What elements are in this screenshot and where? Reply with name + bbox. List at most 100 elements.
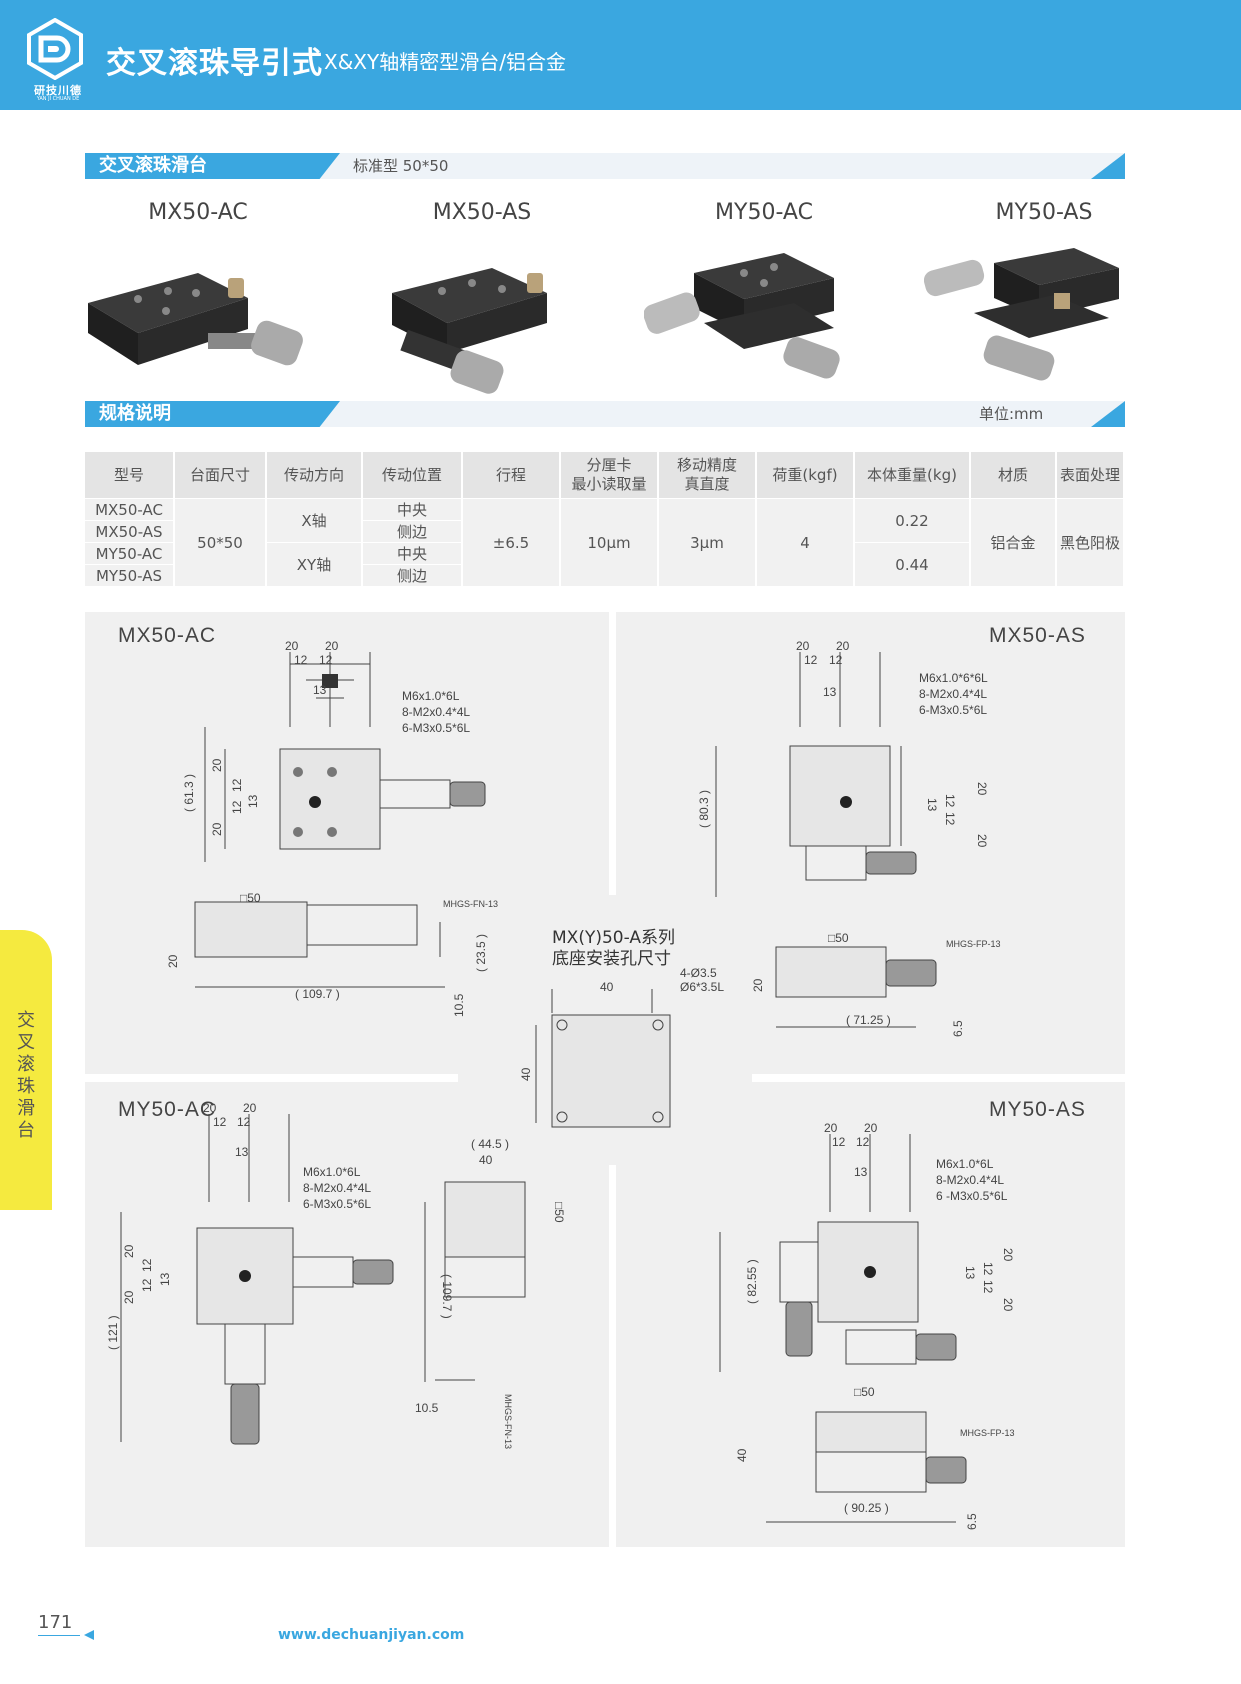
- product-name: MY50-AS: [995, 200, 1093, 225]
- page-subtitle: X&XY轴精密型滑台/铝合金: [324, 50, 566, 74]
- series-label: MX(Y)50-A系列 底座安装孔尺寸: [552, 928, 675, 970]
- dim-label: 13: [246, 794, 260, 808]
- table-cell: 10μm: [560, 498, 659, 586]
- table-cell: MX50-AS: [85, 520, 175, 543]
- dim-label: 6-M3x0.5*6L: [303, 1197, 371, 1211]
- product-photo-mx50as: [392, 268, 547, 394]
- section-aside: 单位:mm: [979, 405, 1044, 423]
- page-number: 171: [38, 1612, 73, 1633]
- product-photo-my50ac: [643, 253, 840, 379]
- dim-label: 10.5: [452, 993, 466, 1017]
- column-header: 行程: [462, 452, 561, 499]
- table-cell: X轴: [266, 498, 363, 543]
- column-header: 表面处理: [1056, 452, 1125, 499]
- dim-label: 12: [319, 653, 333, 667]
- table-row: MY50-AC XY轴 中央 0.44: [85, 542, 1124, 586]
- dim-label: 12: [981, 1262, 995, 1276]
- dim-label: 6.5: [965, 1513, 979, 1530]
- column-header: 传动方向: [266, 452, 363, 499]
- table-cell: 中央: [362, 498, 463, 521]
- drawing-title: MY50-AC: [118, 1098, 217, 1121]
- dim-label: 8-M2x0.4*4L: [402, 705, 470, 719]
- series-subtitle: 底座安装孔尺寸: [552, 949, 671, 969]
- dim-label: 20: [122, 1290, 136, 1304]
- column-header: 材质: [970, 452, 1057, 499]
- dim-label: 20: [1001, 1298, 1015, 1312]
- table-row: MY50-AS 侧边: [85, 564, 1124, 586]
- brand-logo-icon: [27, 18, 83, 80]
- table-cell: 0.22: [854, 498, 971, 543]
- spec-table: 型号 台面尺寸 传动方向 传动位置 行程 分厘卡 最小读取量 移动精度 真直度 …: [85, 452, 1125, 586]
- dim-label: ( 82.55 ): [745, 1259, 759, 1304]
- dim-label: 12: [294, 653, 308, 667]
- technical-drawing-mx50as: 20 20 12 12 13 M6x1.0*6*6L 8-M2x0.4*4L 6…: [697, 639, 1001, 1037]
- section-corner: [1091, 401, 1125, 427]
- dim-label: □50: [828, 931, 849, 945]
- product-name: MX50-AC: [148, 200, 248, 225]
- dim-label: 12: [230, 800, 244, 814]
- technical-drawing-mx50ac: 20 20 12 12 13 M6x1.0*6L 8-M2x0.4*4L 6-M…: [166, 639, 498, 1017]
- dim-label: ( 121 ): [106, 1315, 120, 1350]
- dim-label: 20: [824, 1121, 838, 1135]
- arrow-left-icon: [84, 1630, 94, 1640]
- dim-label: 20: [166, 954, 180, 968]
- table-cell: 侧边: [362, 520, 463, 543]
- dim-label: 20: [210, 758, 224, 772]
- dim-label: 6 -M3x0.5*6L: [936, 1189, 1008, 1203]
- table-cell: MX50-AC: [85, 498, 175, 521]
- dim-label: MHGS-FP-13: [946, 939, 1001, 949]
- dim-label: 8-M2x0.4*4L: [303, 1181, 371, 1195]
- dim-label: 13: [235, 1145, 249, 1159]
- product-card: MY50-AC: [643, 200, 884, 407]
- dim-label: 12: [213, 1115, 227, 1129]
- dim-label: 13: [854, 1165, 868, 1179]
- dim-label: M6x1.0*6L: [402, 689, 460, 703]
- column-header: 荷重(kgf): [756, 452, 855, 499]
- table-cell: MY50-AS: [85, 564, 175, 586]
- dim-label: MHGS-FN-13: [503, 1394, 513, 1449]
- table-cell: 3μm: [658, 498, 757, 586]
- section-header-spec: 规格说明 单位:mm: [85, 401, 1125, 427]
- dim-label: 40: [600, 980, 614, 994]
- dim-label: 6-M3x0.5*6L: [919, 703, 987, 717]
- column-header: 传动位置: [362, 452, 463, 499]
- dim-label: 20: [864, 1121, 878, 1135]
- series-title: MX(Y)50-A系列: [552, 928, 675, 948]
- dim-label: 20: [836, 639, 850, 653]
- dim-label: □50: [854, 1385, 875, 1399]
- dim-label: 12: [230, 778, 244, 792]
- dim-label: Ø6*3.5L: [680, 980, 724, 994]
- drawing-title: MY50-AS: [989, 1098, 1086, 1121]
- dim-label: ( 44.5 ): [471, 1137, 509, 1151]
- table-header-row: 型号 台面尺寸 传动方向 传动位置 行程 分厘卡 最小读取量 移动精度 真直度 …: [85, 452, 1125, 499]
- product-card: MY50-AS: [923, 200, 1164, 407]
- dim-label: 13: [823, 685, 837, 699]
- column-header: 型号: [85, 452, 175, 499]
- dim-label: ( 61.3 ): [182, 774, 196, 812]
- website-link[interactable]: www.dechuanjiyan.com: [278, 1627, 465, 1643]
- dim-label: 12: [943, 794, 957, 808]
- dim-label: 40: [479, 1153, 493, 1167]
- dim-label: 20: [210, 822, 224, 836]
- table-row: MX50-AC 50*50 X轴 中央 ±6.5 10μm 3μm 4 0.22…: [85, 498, 1125, 586]
- dim-label: MHGS-FP-13: [960, 1428, 1015, 1438]
- technical-drawing-base-holes: 4-Ø3.5 Ø6*3.5L 40 40: [519, 966, 724, 1128]
- product-card: MX50-AC: [78, 200, 318, 407]
- dim-label: 20: [243, 1101, 257, 1115]
- dim-label: 8-M2x0.4*4L: [936, 1173, 1004, 1187]
- dim-label: MHGS-FN-13: [443, 899, 498, 909]
- table-cell: 黑色阳极: [1056, 498, 1125, 586]
- side-tab: [0, 930, 52, 1210]
- technical-drawing-my50ac: 20 20 12 12 13 M6x1.0*6L 8-M2x0.4*4L 6-M…: [106, 1101, 566, 1449]
- product-name: MX50-AS: [432, 200, 532, 225]
- table-cell: 50*50: [174, 498, 267, 586]
- product-photo-mx50ac: [88, 273, 303, 366]
- dim-label: 20: [122, 1244, 136, 1258]
- dim-label: 20: [751, 978, 765, 992]
- dim-label: 12: [829, 653, 843, 667]
- drawing-title: MX50-AS: [989, 624, 1086, 647]
- drawing-title: MX50-AC: [118, 624, 217, 647]
- product-name: MY50-AC: [715, 200, 813, 225]
- dim-label: 13: [925, 798, 939, 812]
- page-header: 研技川德 YAN JI CHUAN DE 交叉滚珠导引式 X&XY轴精密型滑台/…: [0, 0, 1241, 110]
